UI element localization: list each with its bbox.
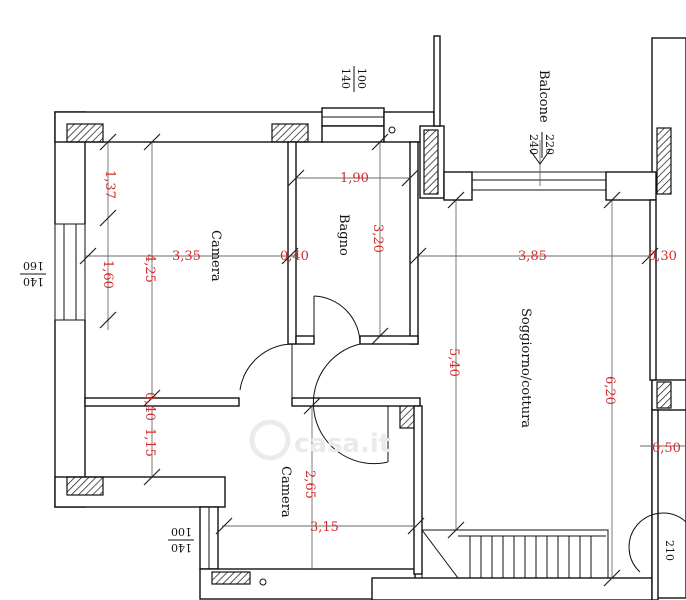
watermark: casa.it <box>249 419 391 461</box>
top-window-num: 100 <box>355 68 368 89</box>
dim-540: 5,40 <box>446 348 461 377</box>
dim-265: 2,65 <box>302 470 317 499</box>
room-labels: Balcone Camera Bagno Soggiorno/cottura C… <box>208 70 551 518</box>
partitions <box>84 141 657 575</box>
opening-labels: 100 140 220 240 140 160 140 100 210 <box>20 66 676 561</box>
dimension-values: 1,37 1,90 3,35 0,40 3,20 3,85 0,30 1,60 … <box>100 170 681 535</box>
dim-040b: 0,40 <box>142 392 157 421</box>
staircase <box>421 529 609 579</box>
dim-030: 0,30 <box>648 249 677 264</box>
dim-425: 4,25 <box>142 254 157 283</box>
right-window-num: 210 <box>663 540 676 561</box>
left-window-num: 140 <box>23 275 44 288</box>
dim-385: 3,85 <box>518 249 547 264</box>
dimension-lines <box>79 133 686 587</box>
dim-320: 3,20 <box>370 224 385 253</box>
dim-620: 6,20 <box>602 376 617 405</box>
room-label-bedroom-1: Camera <box>208 230 223 282</box>
balcony-door-den: 240 <box>527 134 540 155</box>
dim-190: 1,90 <box>340 171 369 186</box>
bottom-window-den: 100 <box>171 525 192 538</box>
left-window-den: 160 <box>23 259 44 272</box>
top-window-den: 140 <box>339 68 352 89</box>
dim-335: 3,35 <box>172 249 201 264</box>
doors <box>239 126 686 586</box>
room-label-living: Soggiorno/cottura <box>518 308 533 428</box>
dim-160: 1,60 <box>100 260 115 289</box>
dim-050: 0,50 <box>652 441 681 456</box>
dim-115: 1,15 <box>142 428 157 457</box>
dim-315: 3,15 <box>310 520 339 535</box>
balcony-door-num: 220 <box>543 134 556 155</box>
room-label-bedroom-2: Camera <box>278 466 293 518</box>
dim-040a: 0,40 <box>280 249 309 264</box>
room-label-bathroom: Bagno <box>336 214 351 256</box>
structural-columns <box>66 123 672 585</box>
dim-137: 1,37 <box>102 170 117 199</box>
room-label-balcony: Balcone <box>536 70 551 123</box>
outer-walls <box>52 35 686 600</box>
bottom-window-num: 140 <box>171 541 192 554</box>
watermark-text: casa.it <box>294 429 391 459</box>
